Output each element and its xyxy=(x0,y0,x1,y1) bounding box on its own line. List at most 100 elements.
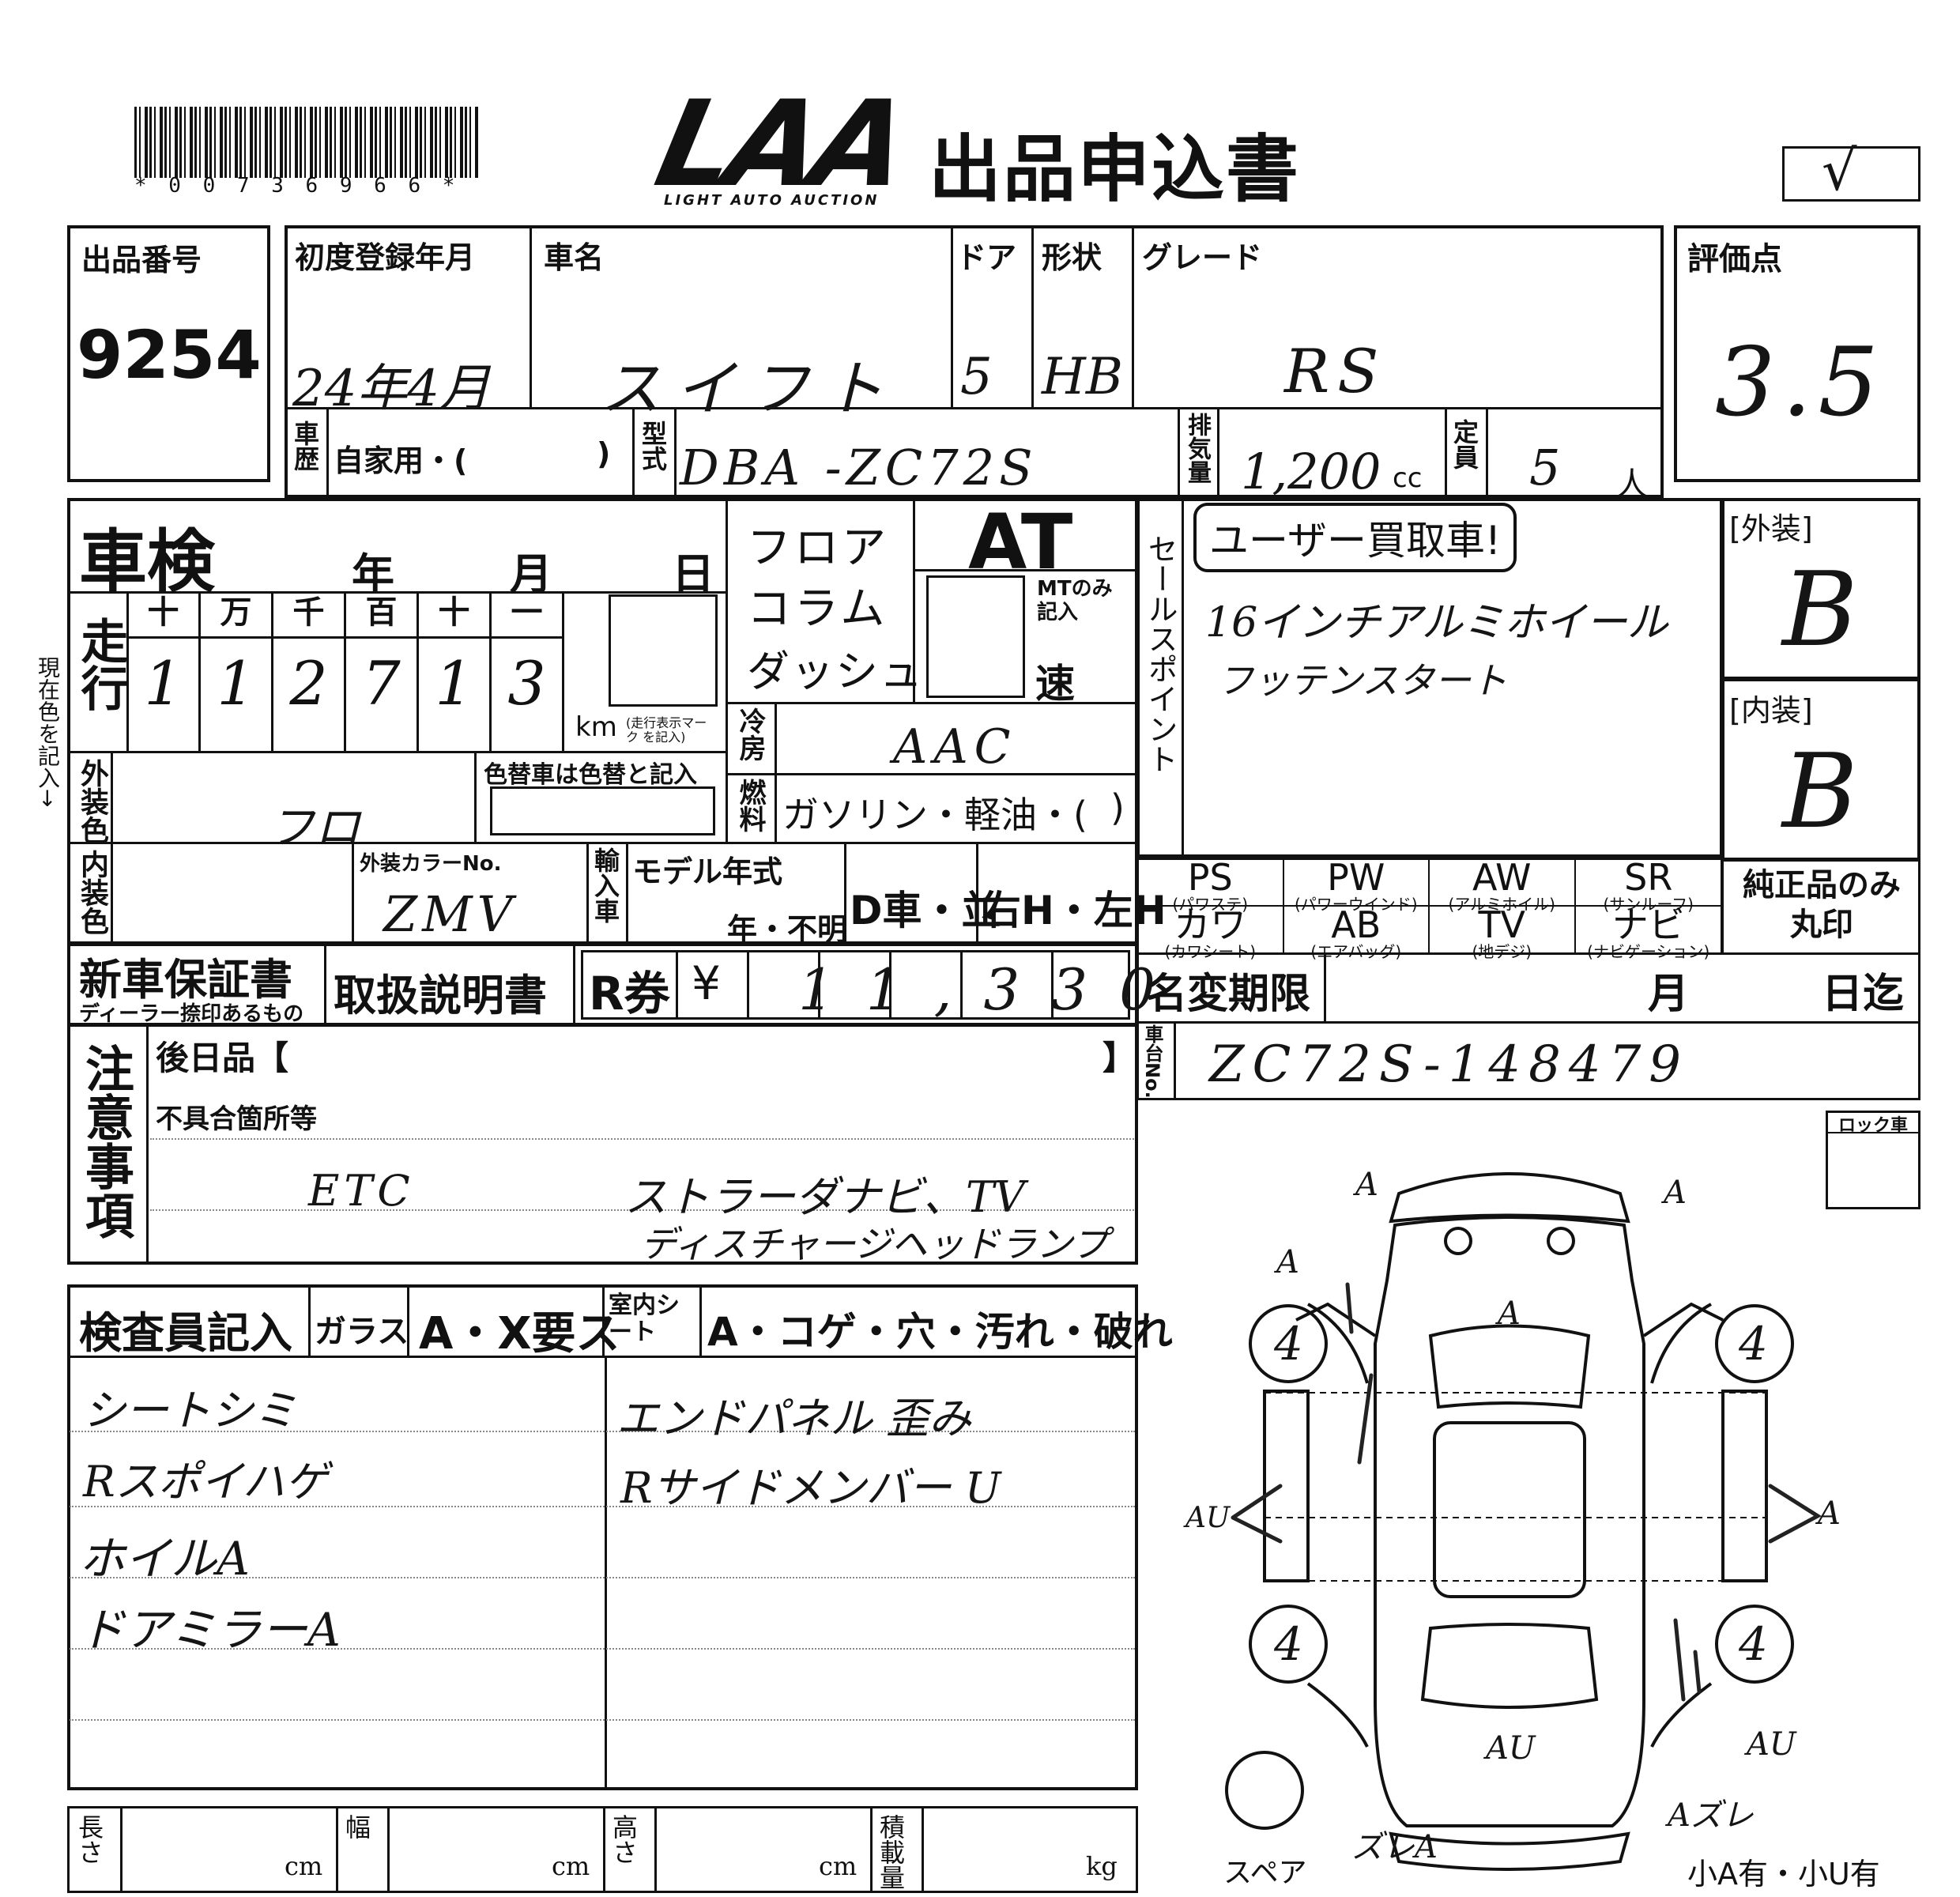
defects-label: 不具合箇所等 xyxy=(156,1103,317,1135)
equipment-option: カワ(カワシート) xyxy=(1138,903,1284,960)
fuel-label: 燃料 xyxy=(734,779,766,832)
car-name-value: スイフト xyxy=(601,353,898,424)
title-change-month: 月 xyxy=(1648,971,1690,1018)
mileage-digit-value: 3 xyxy=(507,648,546,718)
note-item-3: ディスチャージヘッドランプ xyxy=(640,1223,1109,1265)
recycle-value: 11,330 xyxy=(798,956,1187,1023)
mileage-digit-value: 1 xyxy=(144,648,183,718)
equipment-code: TV xyxy=(1478,903,1526,946)
score-box xyxy=(1674,225,1920,482)
history-close: ) xyxy=(597,436,611,471)
displacement-value: 1,200 xyxy=(1241,443,1381,500)
equipment-sub: (サンルーフ) xyxy=(1603,895,1694,914)
mileage-digit-value: 1 xyxy=(435,648,473,718)
inspector-left-4: ドアミラーA xyxy=(79,1603,341,1657)
lot-number: 9254 xyxy=(77,316,262,394)
sales-badge: ユーザー買取車! xyxy=(1193,503,1517,572)
dimension-unit: cm xyxy=(285,1851,323,1881)
equipment-code: AW xyxy=(1472,856,1532,899)
small-parts: 小A有・小U有 xyxy=(1687,1857,1880,1891)
door-value: 5 xyxy=(960,348,993,406)
inspector-left-1: シートシミ xyxy=(83,1386,296,1435)
damage-mark-8: AU xyxy=(1743,1726,1797,1763)
repaint-box xyxy=(490,786,715,835)
model-year-suffix: 年・不明 xyxy=(727,912,848,947)
displacement-unit: cc xyxy=(1393,462,1423,494)
lock-car-box xyxy=(1826,1111,1920,1209)
aircon-value: AAC xyxy=(893,719,1017,775)
equipment-sub: (地デジ) xyxy=(1472,942,1532,961)
inspector-right-1: エンドパネル 歪み xyxy=(616,1394,972,1443)
vehicle-info-box xyxy=(285,225,1664,498)
equipment-sub: (パワステ) xyxy=(1172,895,1249,914)
mileage-digit-header: 十 xyxy=(438,594,470,631)
equipment-code: PW xyxy=(1327,856,1385,899)
spare-label: スペア xyxy=(1223,1857,1307,1889)
interior-grade-label: [内装] xyxy=(1729,693,1813,728)
first-reg-label: 初度登録年月 xyxy=(295,240,476,275)
equipment-code: カワ xyxy=(1174,903,1247,946)
dimension-unit: cm xyxy=(819,1851,858,1881)
seat-label: 室内シート xyxy=(609,1292,680,1346)
title-change-label: 名変期限 xyxy=(1146,971,1311,1018)
car-name-label: 車名 xyxy=(544,240,605,275)
barcode xyxy=(134,107,478,178)
recycle-box xyxy=(581,950,1130,1020)
seat-options: A・コゲ・穴・汚れ・破れ xyxy=(707,1309,1173,1355)
displacement-label: 排気量 xyxy=(1183,413,1211,484)
capacity-unit: 人 xyxy=(1616,466,1648,503)
car-diagram: 4 4 4 4 A A A A AU A AU AU Aズレ ズレA xyxy=(1183,1167,1841,1871)
color-no-label: 外装カラーNo. xyxy=(360,852,502,876)
mileage-digit-header: 一 xyxy=(511,594,543,631)
chassis-value: ZC72S-148479 xyxy=(1209,1035,1689,1094)
fuel-close: ) xyxy=(1110,786,1125,829)
damage-mark-1: A xyxy=(1352,1167,1378,1203)
laa-logo-sub: LIGHT AUTO AUCTION xyxy=(664,192,880,209)
damage-mark-2: A xyxy=(1660,1175,1687,1211)
inspection-year: 年 xyxy=(352,549,394,599)
inspector-left-3: ホイルA xyxy=(79,1532,250,1586)
recycle-label: R券 xyxy=(589,967,670,1020)
tire-tread-1: 4 xyxy=(1273,1317,1303,1371)
mileage-digit-value: 7 xyxy=(362,648,401,718)
barcode-number: * 0 0 7 3 6 9 6 6 * xyxy=(134,174,460,198)
note-item-1: ETC xyxy=(308,1166,415,1216)
mileage-label: 走行 xyxy=(73,617,128,711)
equipment-option: TV(地デジ) xyxy=(1430,903,1576,960)
glass-label: ガラス xyxy=(315,1314,409,1350)
equipment-sub: (ナビゲーション) xyxy=(1587,942,1710,961)
mileage-mark-box xyxy=(609,594,718,707)
interior-grade-value: B xyxy=(1782,731,1858,851)
damage-mark-3: A xyxy=(1273,1244,1299,1280)
sales-line-1: 16インチアルミホイール xyxy=(1205,599,1668,647)
equipment-sub: (エアバッグ) xyxy=(1310,942,1402,961)
notes-label: 注意事項 xyxy=(77,1043,134,1239)
check-box xyxy=(1782,146,1920,202)
shift-column: コラム xyxy=(747,583,888,635)
score-label: 評価点 xyxy=(1687,241,1782,277)
damage-mark-7: AU xyxy=(1483,1730,1536,1767)
mt-note: MTのみ 記入 xyxy=(1037,577,1113,624)
equipment-code: SR xyxy=(1624,856,1673,899)
import-label: 輸入車 xyxy=(590,847,620,923)
dimension-label: 長さ xyxy=(74,1814,104,1865)
lot-label: 出品番号 xyxy=(81,243,202,277)
mileage-digit-header: 千 xyxy=(292,594,325,631)
damage-mark-6: A xyxy=(1815,1495,1841,1532)
damage-mark-10: ズレA xyxy=(1351,1829,1438,1865)
aircon-label: 冷房 xyxy=(734,707,766,761)
manual-label: 取扱説明書 xyxy=(334,971,547,1020)
grade-label: グレード xyxy=(1142,240,1263,275)
history-label: 車歴 xyxy=(290,421,320,471)
interior-color-label: 内装色 xyxy=(76,850,108,935)
color-no-value: ZMV xyxy=(383,885,518,943)
later-items-label: 後日品【 xyxy=(156,1039,289,1077)
laa-logo: LAA xyxy=(645,76,915,213)
dealer-value: D車・並 xyxy=(850,888,1001,933)
inspector-left-2: Rスポイハゲ xyxy=(83,1457,328,1507)
